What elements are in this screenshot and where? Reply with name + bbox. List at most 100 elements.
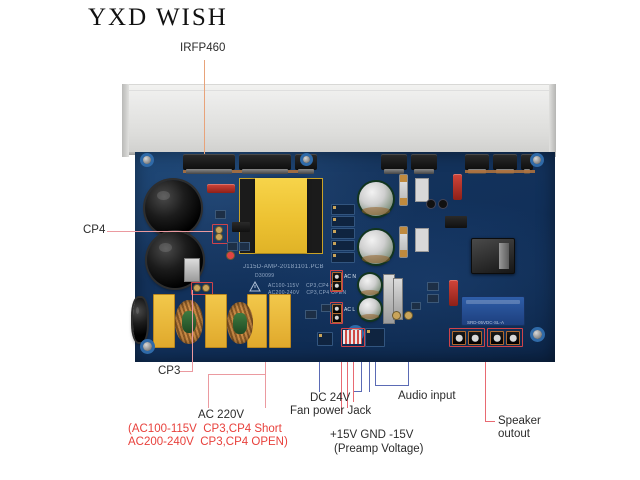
- mount-screw: [303, 156, 310, 163]
- label-fan-power-jack: Fan power Jack: [290, 405, 372, 417]
- warning-triangle-icon: [249, 281, 261, 292]
- output-transistor: [493, 154, 517, 174]
- rail-capacitor: [359, 298, 381, 320]
- rail-capacitor: [359, 182, 393, 216]
- film-capacitor: [449, 280, 458, 306]
- cp4-jumper: [212, 224, 228, 244]
- leader-preamp-2: [347, 362, 348, 408]
- preamp-voltage-header: [341, 328, 365, 347]
- x-capacitor: [153, 294, 175, 348]
- label-audio-input: Audio input: [398, 390, 456, 402]
- test-pad: [405, 312, 412, 319]
- leader-audio-1: [369, 362, 370, 392]
- x-capacitor: [269, 294, 291, 348]
- label-cp3: CP3: [158, 365, 181, 377]
- pin-header: [331, 252, 355, 263]
- label-preamp-voltage-rails: +15V GND -15V: [330, 429, 414, 441]
- speaker-protection-relay: [461, 296, 525, 326]
- heatsink: [122, 84, 556, 155]
- smd-component: [227, 242, 238, 251]
- ac-l-terminal: [330, 302, 343, 324]
- smd-component: [305, 310, 317, 319]
- label-ac-note-2: AC200-240V CP3,CP4 OPEN): [128, 436, 288, 448]
- smd-component: [427, 294, 439, 303]
- optocoupler: [184, 258, 200, 282]
- bulk-capacitor: [145, 180, 201, 236]
- smd-component: [239, 242, 250, 251]
- copper-trace: [465, 170, 535, 173]
- output-transistor: [465, 154, 489, 174]
- pin-header: [331, 228, 355, 239]
- rectifier-diode: [381, 154, 407, 174]
- test-pad: [393, 312, 400, 319]
- speaker-output-terminal: [487, 328, 523, 347]
- pin-header: [331, 204, 355, 215]
- silkscreen-revision: D30099: [255, 273, 275, 279]
- silkscreen-warning-2: AC200-240V CP3,CP4 OPEN: [268, 290, 347, 296]
- pin-header: [331, 240, 355, 251]
- switching-transformer: [239, 178, 323, 254]
- rail-capacitor: [359, 274, 381, 296]
- smd-component: [427, 200, 435, 208]
- label-speaker-1: Speaker: [498, 415, 541, 427]
- pin-header: [331, 216, 355, 227]
- leader-cp3-foot: [180, 371, 193, 372]
- fan-power-jack: [317, 332, 333, 346]
- mount-screw: [143, 156, 151, 164]
- heatsink-left-edge: [122, 84, 129, 157]
- heat-tab: [393, 278, 403, 320]
- ac-n-label: AC N: [344, 274, 356, 280]
- rail-capacitor: [359, 230, 393, 264]
- x-capacitor: [205, 294, 227, 348]
- leader-ac220v-drop: [208, 374, 209, 408]
- smd-component: [215, 210, 226, 219]
- label-speaker-2: outout: [498, 428, 530, 440]
- leader-irfp460: [204, 60, 205, 154]
- heatsink-right-edge: [549, 84, 556, 157]
- rectifier-diode: [411, 154, 437, 174]
- leader-preamp-1: [341, 362, 342, 414]
- led-indicator: [227, 252, 234, 259]
- pwm-controller-ic: [232, 222, 250, 232]
- mosfet-irfp460: [239, 154, 291, 174]
- power-device-row: [135, 152, 555, 174]
- smd-component: [439, 200, 447, 208]
- film-capacitor: [453, 174, 462, 200]
- mosfet-irfp460: [183, 154, 235, 174]
- y-capacitor: [471, 238, 515, 274]
- leader-speaker-foot: [485, 421, 495, 422]
- power-resistor: [415, 228, 429, 252]
- film-capacitor: [207, 184, 235, 193]
- leader-ac220v: [265, 362, 266, 408]
- leader-audio-3: [408, 362, 409, 386]
- ntc-thermistor: [133, 298, 147, 342]
- speaker-output-terminal: [449, 328, 485, 347]
- fuse: [399, 174, 408, 206]
- mount-screw: [143, 342, 152, 351]
- smd-component: [427, 282, 439, 291]
- page-title: YXD WISH: [88, 4, 228, 31]
- amplifier-pcb: J115D-AMP-20181101.PCB D30099 AC100-115V…: [133, 152, 555, 362]
- label-dc24v: DC 24V: [310, 392, 351, 404]
- leader-dc24v-b: [361, 362, 362, 392]
- ac-n-terminal: [330, 270, 343, 292]
- leader-audio-2: [375, 362, 376, 386]
- cp3-jumper: [191, 282, 213, 295]
- mount-screw: [533, 156, 541, 164]
- output-transistor: [521, 154, 533, 174]
- smd-component: [321, 304, 331, 312]
- leader-dc24v-foot: [353, 391, 362, 392]
- mount-screw: [533, 330, 542, 339]
- leader-audio-elbow: [375, 385, 409, 386]
- label-irfp460: IRFP460: [180, 42, 226, 54]
- leader-ac220v-elbow: [208, 374, 266, 375]
- common-mode-choke: [175, 300, 203, 344]
- relay-part-label: SRD-05VDC-SL-A: [467, 320, 505, 325]
- leader-cp4: [107, 231, 213, 232]
- leader-speaker: [485, 362, 486, 422]
- ac-l-label: AC L: [344, 307, 356, 313]
- power-resistor: [415, 178, 429, 202]
- leader-cp3: [192, 290, 193, 372]
- leader-dc24v: [319, 362, 320, 392]
- label-ac220v: AC 220V: [198, 409, 245, 421]
